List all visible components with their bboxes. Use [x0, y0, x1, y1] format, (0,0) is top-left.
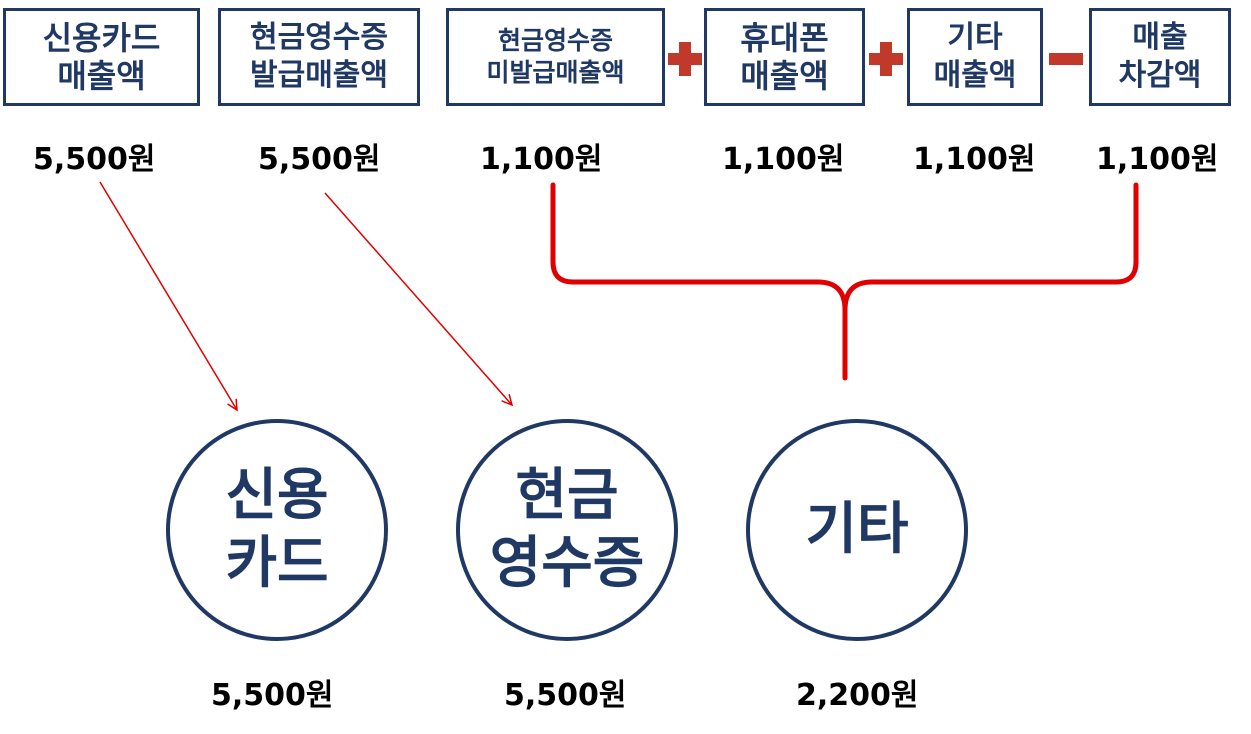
box-label: 신용카드 매출액: [42, 19, 161, 95]
box-credit-card-sales: 신용카드 매출액: [3, 8, 200, 106]
box-label: 매출 차감액: [1118, 20, 1202, 93]
circle-label: 현금 영수증: [489, 463, 645, 596]
amount-deduction: 1,100원: [1096, 142, 1219, 177]
box-sales-deduction: 매출 차감액: [1089, 8, 1231, 106]
box-mobile-sales: 휴대폰 매출액: [704, 8, 865, 106]
arrow-credit-card: [99, 181, 238, 412]
minus-icon: [1049, 53, 1083, 65]
box-label: 휴대폰 매출액: [740, 19, 829, 95]
box-label: 현금영수증 발급매출액: [250, 20, 388, 93]
plus-icon: [869, 42, 903, 76]
amount-mobile: 1,100원: [722, 142, 845, 177]
amount-credit-card: 5,500원: [33, 142, 156, 177]
arrow-cash-receipt: [324, 192, 514, 407]
amount-other: 1,100원: [913, 142, 1036, 177]
circle-label: 기타: [805, 497, 909, 562]
plus-icon: [668, 42, 702, 76]
circle-cash-receipt: 현금 영수증: [456, 419, 678, 641]
box-cash-receipt-issued-sales: 현금영수증 발급매출액: [218, 8, 420, 106]
circle-amount-credit-card: 5,500원: [211, 678, 334, 713]
box-cash-receipt-unissued-sales: 현금영수증 미발급매출액: [446, 8, 665, 106]
circle-amount-cash-receipt: 5,500원: [504, 678, 627, 713]
box-label: 현금영수증 미발급매출액: [486, 26, 625, 87]
box-other-sales: 기타 매출액: [907, 8, 1043, 106]
circle-credit-card: 신용 카드: [166, 419, 388, 641]
amount-cash-receipt-issued: 5,500원: [258, 142, 381, 177]
amount-cash-receipt-unissued: 1,100원: [480, 142, 603, 177]
bracket-others: [550, 182, 1139, 381]
circle-amount-other: 2,200원: [796, 678, 919, 713]
box-label: 기타 매출액: [933, 20, 1017, 93]
circle-label: 신용 카드: [225, 463, 329, 596]
circle-other: 기타: [746, 419, 968, 641]
